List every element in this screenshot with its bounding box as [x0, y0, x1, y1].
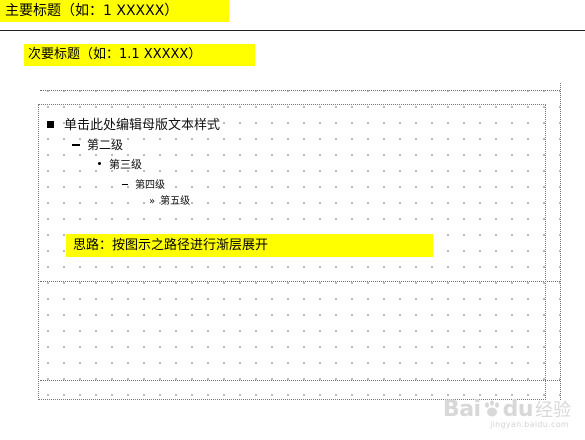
sub-title[interactable]: 次要标题（如：1.1 XXXXX） — [24, 44, 255, 66]
outline-level-2[interactable]: 第二级 — [72, 136, 123, 153]
guide-line-top — [40, 90, 560, 91]
dot-bullet-icon — [98, 162, 101, 165]
outline-level-1[interactable]: 单击此处编辑母版文本样式 — [47, 114, 220, 133]
watermark-url: jingyan.baidu.com — [490, 420, 569, 429]
baidu-paw-icon — [484, 400, 499, 417]
dash-bullet-icon — [122, 184, 128, 185]
level-4-text: 第四级 — [135, 180, 165, 191]
watermark-product: 经验 — [535, 400, 571, 421]
outline-level-3[interactable]: 第三级 — [98, 156, 142, 172]
watermark-brand-left: Bai — [442, 397, 481, 422]
double-chevron-bullet-icon: » — [149, 196, 156, 207]
level-2-text: 第二级 — [87, 138, 124, 152]
level-3-text: 第三级 — [109, 158, 142, 171]
dash-bullet-icon — [72, 144, 80, 146]
note-text-box[interactable]: 思路：按图示之路径进行渐层展开 — [66, 234, 433, 257]
guide-line-right — [560, 83, 561, 400]
outline-level-5[interactable]: » 第五级 — [149, 192, 190, 207]
watermark-brand-right: du — [502, 397, 534, 422]
square-bullet-icon — [47, 121, 54, 128]
guide-line-lower — [40, 380, 560, 381]
outline-level-4[interactable]: 第四级 — [122, 176, 165, 191]
content-placeholder[interactable] — [38, 104, 546, 400]
guide-line-middle — [40, 281, 560, 282]
main-title[interactable]: 主要标题（如：1 XXXXX） — [0, 0, 229, 22]
title-divider — [0, 30, 585, 31]
level-5-text: 第五级 — [160, 196, 191, 207]
level-1-text: 单击此处编辑母版文本样式 — [64, 118, 221, 133]
